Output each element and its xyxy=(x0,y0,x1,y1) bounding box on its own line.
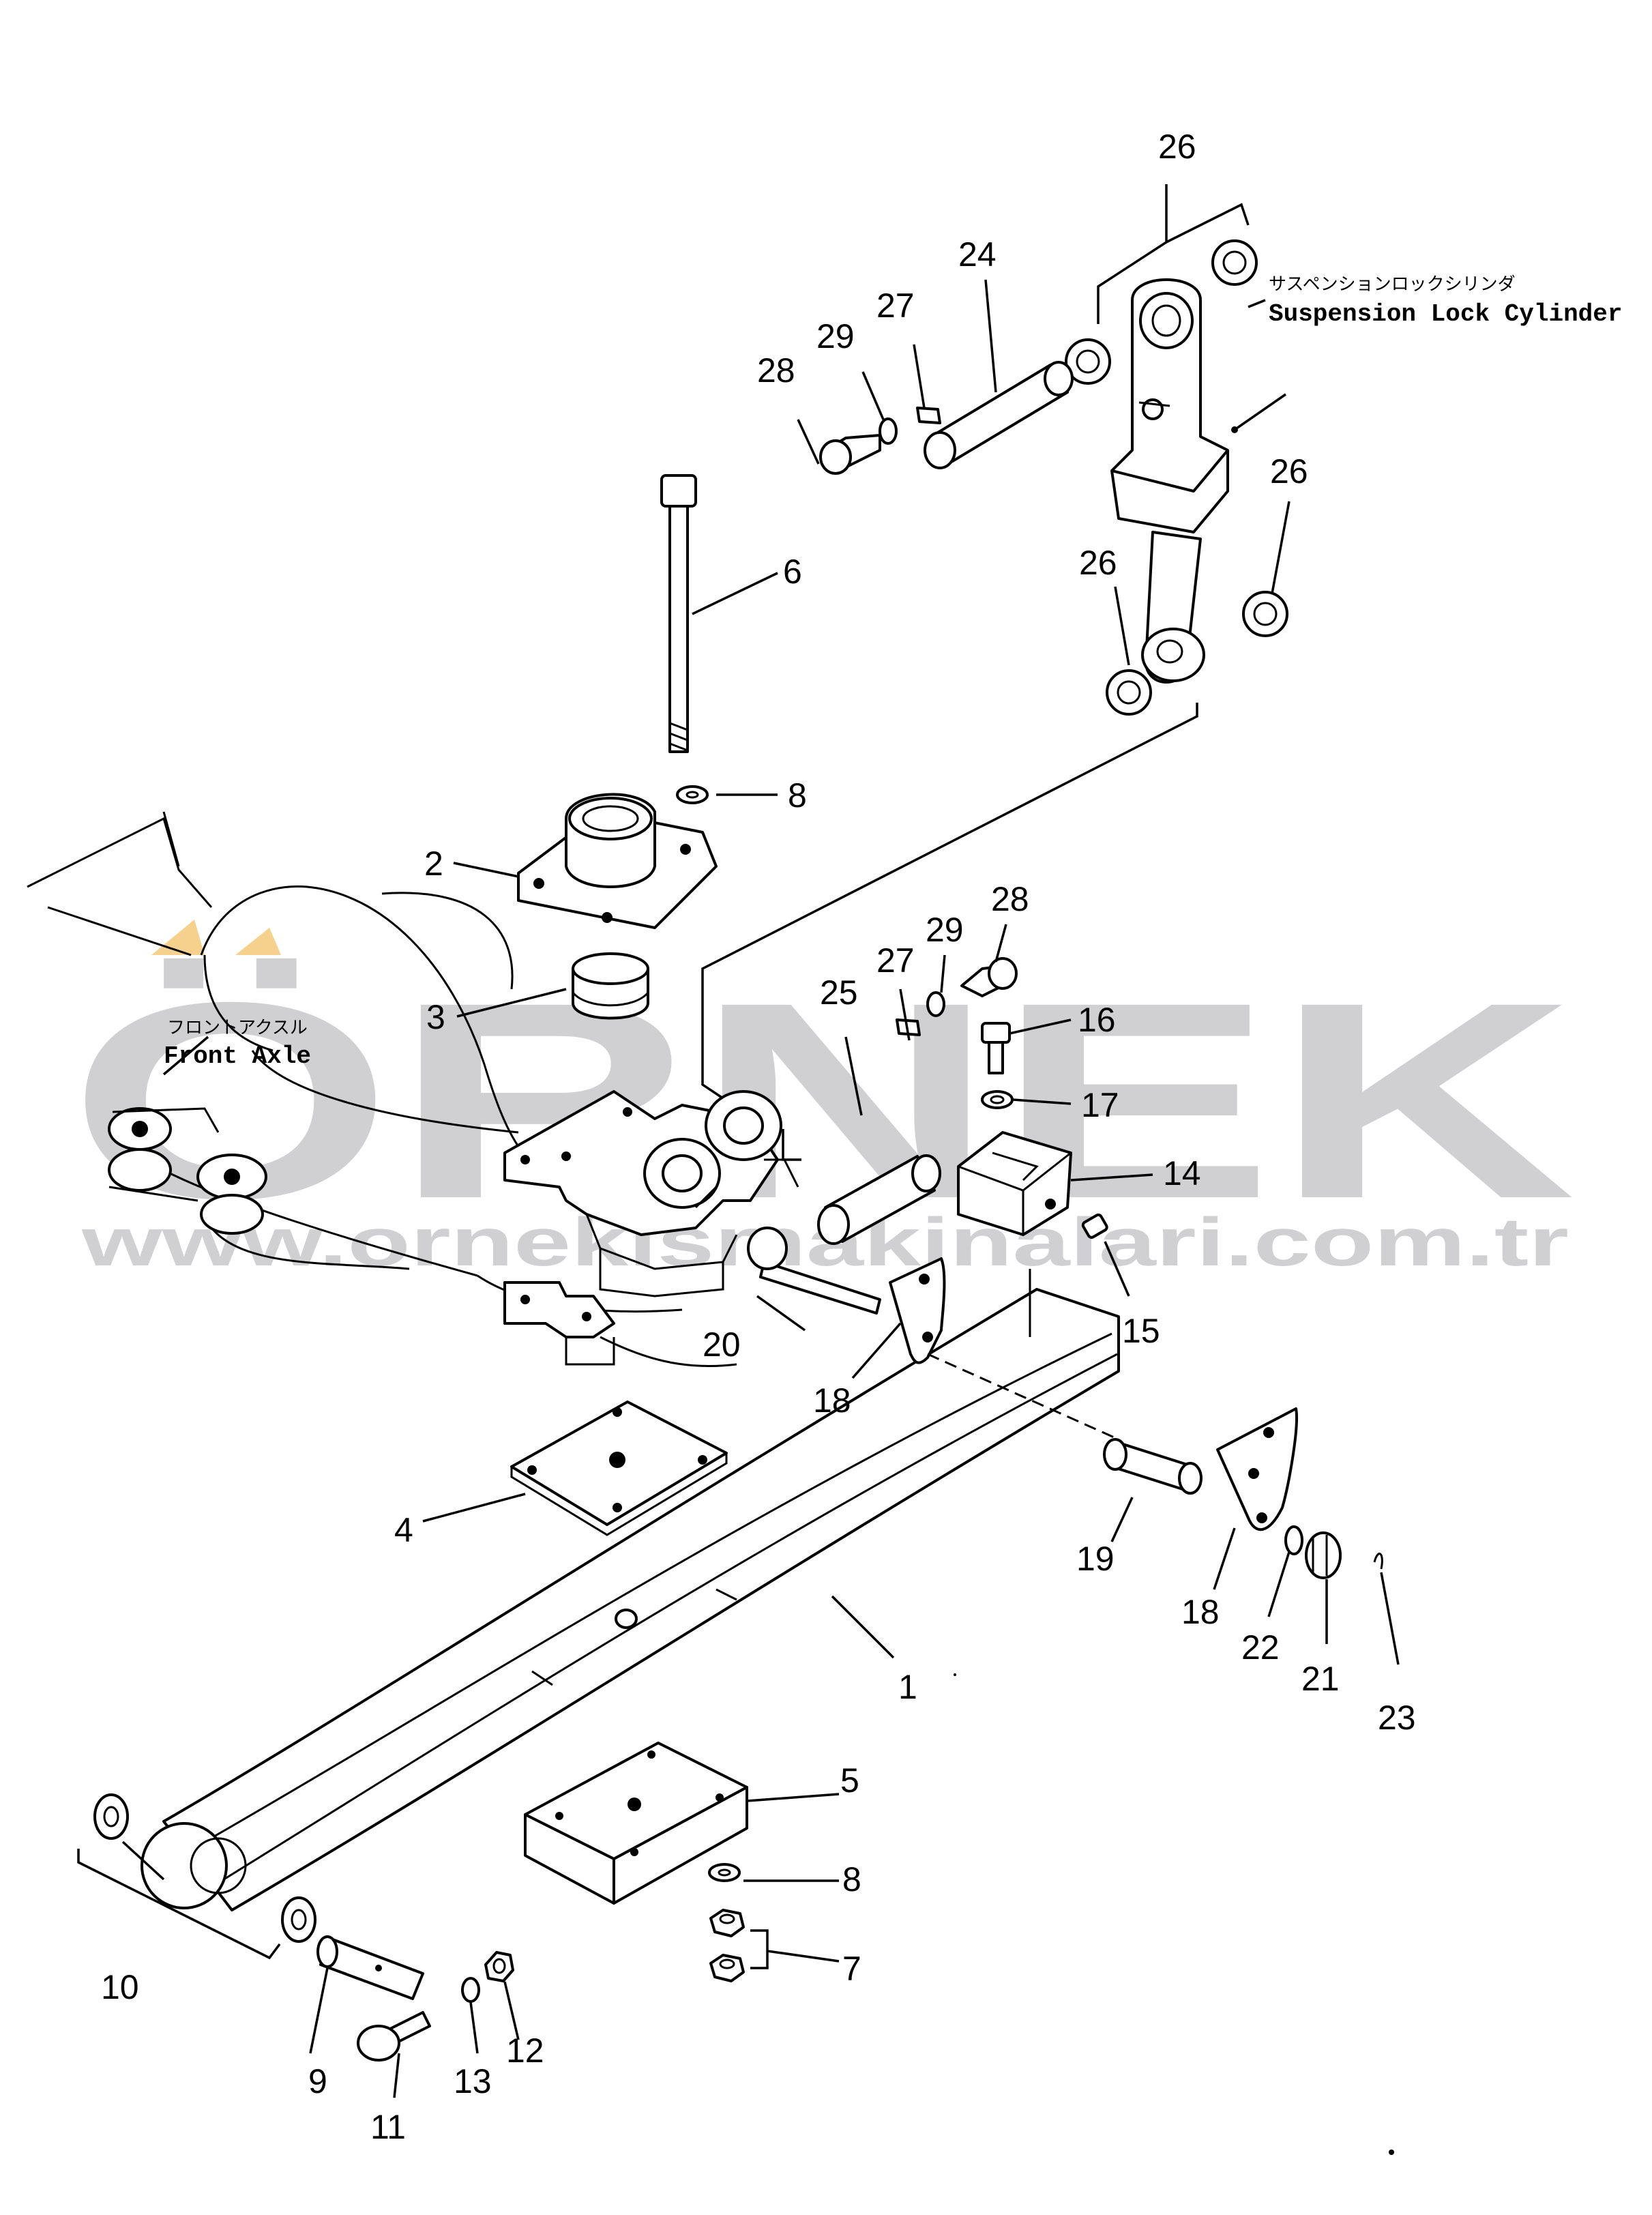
part-18-plate-left xyxy=(889,1257,946,1364)
part-19-spacer xyxy=(1103,1438,1203,1495)
caption-suspension-lock-cylinder-jp: サスペンションロックシリンダ xyxy=(1269,274,1516,295)
callout-17: 17 xyxy=(1081,1086,1119,1124)
part-12-nut xyxy=(484,1951,514,1982)
callout-25: 25 xyxy=(820,973,858,1012)
callout-27-upper: 27 xyxy=(876,287,915,325)
part-4-pad xyxy=(510,1400,728,1536)
callout-2: 2 xyxy=(424,845,443,883)
part-13-snap-ring xyxy=(461,1977,480,2003)
part-26-bushing-left xyxy=(1065,338,1111,385)
part-14-block xyxy=(957,1131,1072,1236)
part-26-bushing-top xyxy=(1211,239,1258,286)
callout-15: 15 xyxy=(1122,1312,1160,1350)
center-axis-dashed xyxy=(927,1353,1119,1441)
part-11-bolt xyxy=(357,2011,431,2062)
part-10-thrust-washer xyxy=(93,1793,316,1943)
center-bracket xyxy=(503,1090,799,1297)
part-29-snap-ring-upper xyxy=(879,417,898,445)
leader-lines xyxy=(121,279,1400,2098)
callout-18-left: 18 xyxy=(813,1381,851,1420)
part-21-castle-nut xyxy=(1305,1531,1342,1579)
part-20-bolt xyxy=(747,1227,881,1315)
callout-4: 4 xyxy=(394,1511,413,1549)
callout-14: 14 xyxy=(1163,1154,1201,1192)
part-25-pin xyxy=(817,1154,941,1245)
callout-10: 10 xyxy=(101,1968,139,2006)
callout-18-right: 18 xyxy=(1181,1593,1220,1631)
callout-5: 5 xyxy=(840,1761,859,1800)
part-16-bolt xyxy=(981,1022,1011,1074)
part-1-leaf-spring xyxy=(141,1288,1120,1911)
watermark-brand: ÖRNEK xyxy=(68,944,1576,1257)
callout-22: 22 xyxy=(1241,1628,1280,1667)
part-23-cotter-pin xyxy=(1373,1553,1383,1570)
part-8-washer-lower xyxy=(708,1863,741,1882)
part-17-washer xyxy=(981,1090,1014,1109)
part-28-bolt-lower xyxy=(960,957,1018,997)
part-26-bushing-lower xyxy=(1106,669,1152,716)
speck xyxy=(1389,2150,1394,2155)
part-6-bolt xyxy=(660,474,697,753)
speck xyxy=(954,1673,956,1676)
part-5-block xyxy=(524,1742,748,1905)
part-15-fitting xyxy=(1081,1213,1108,1239)
caption-front-axle-en: Front Axle xyxy=(164,1042,311,1070)
part-18-plate-right xyxy=(1216,1407,1298,1531)
callout-3: 3 xyxy=(426,998,445,1036)
part-27-plate-upper xyxy=(916,407,941,424)
part-27-plate-lower xyxy=(896,1018,921,1036)
part-29-snap-ring-lower xyxy=(926,991,945,1017)
callout-9: 9 xyxy=(308,2062,327,2100)
callout-27-lower: 27 xyxy=(876,941,915,980)
watermark-accent-right xyxy=(235,928,281,955)
callout-29-upper: 29 xyxy=(816,317,855,355)
part-24-pin xyxy=(924,361,1074,469)
callout-23: 23 xyxy=(1378,1699,1416,1737)
callout-28-upper: 28 xyxy=(757,351,795,390)
callout-28-lower: 28 xyxy=(991,880,1029,918)
leader-arrow-dot xyxy=(1231,426,1238,433)
callout-16: 16 xyxy=(1078,1001,1116,1039)
callout-29-lower: 29 xyxy=(926,911,964,949)
watermark: ÖRNEK www.ornekismakinalari.com.tr xyxy=(68,920,1576,1280)
callout-1: 1 xyxy=(898,1668,917,1706)
suspension-lock-cylinder xyxy=(1110,278,1229,684)
part-26-bushing-right xyxy=(1242,591,1288,637)
part-7-nut xyxy=(709,1909,745,1982)
callout-11: 11 xyxy=(370,2108,406,2146)
callout-20: 20 xyxy=(703,1325,741,1364)
caption-suspension-lock-cylinder-en: Suspension Lock Cylinder xyxy=(1269,300,1622,328)
callout-26-right: 26 xyxy=(1270,452,1308,490)
callout-7: 7 xyxy=(842,1950,861,1988)
front-axle xyxy=(27,811,737,1368)
callout-13: 13 xyxy=(454,2062,492,2100)
caption-front-axle-jp: フロントアクスル xyxy=(167,1018,308,1038)
callout-group-lines xyxy=(77,184,1250,1969)
callout-26-top: 26 xyxy=(1158,128,1196,166)
part-8-washer-upper xyxy=(676,785,709,804)
part-22-washer xyxy=(1284,1525,1303,1555)
part-2-flange-mount xyxy=(517,793,718,929)
callout-8-lower: 8 xyxy=(842,1860,861,1898)
callout-12: 12 xyxy=(506,2031,544,2070)
callout-8-upper: 8 xyxy=(788,776,807,815)
callout-6: 6 xyxy=(783,553,802,591)
part-28-bolt-upper xyxy=(819,434,881,475)
part-3-bushing xyxy=(572,952,649,1020)
callout-26-left: 26 xyxy=(1079,544,1117,582)
callout-24: 24 xyxy=(958,235,997,274)
part-9-pin xyxy=(316,1935,424,2000)
callout-19: 19 xyxy=(1076,1540,1115,1578)
callout-21: 21 xyxy=(1301,1660,1340,1698)
